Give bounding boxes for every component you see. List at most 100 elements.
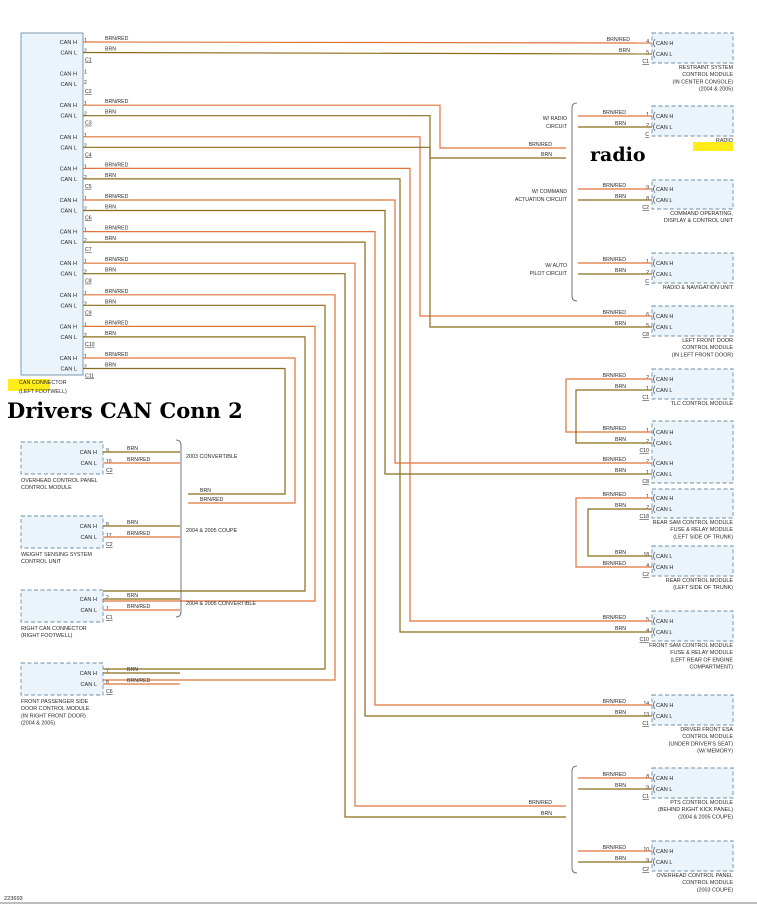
wire-color-label: BRN/RED [603,310,627,316]
wire-color-label: BRN/RED [529,800,553,806]
module-pin-number: 1 [646,428,649,434]
can-l-label: CAN L [61,240,77,246]
module-pin-label: CAN L [656,860,672,866]
module-box [20,441,104,475]
wire-color-label: BRN/RED [105,320,129,326]
connector-caption: (LEFT FOOTWELL) [19,389,67,395]
wire-color-label: BRN [105,299,116,305]
module-box [20,515,104,549]
pin-bracket [653,322,656,332]
module-box [651,694,734,726]
wire-brn-red [83,199,652,464]
can-l-label: CAN L [61,82,77,88]
module-connector-id: C2 [642,867,649,873]
pin-bracket [653,269,656,279]
circuit-note: W/ COMMAND [532,189,567,195]
can-h-label: CAN H [60,103,77,109]
module-caption: (LEFT SIDE OF TRUNK) [673,585,733,591]
module-caption: FRONT SAM CONTROL MODULE [649,643,733,649]
wire-color-label: BRN/RED [127,457,151,463]
module-connector-id: C [645,132,649,138]
can-h-label: CAN H [60,135,77,141]
pin-bracket [653,311,656,321]
wire-color-label: BRN [127,520,138,526]
pin-number: 2 [84,80,87,86]
module-pin-label: CAN L [656,554,672,560]
pin-bracket [653,627,656,637]
module-caption: CONTROL MODULE [682,72,733,78]
module-pin-number: 5 [646,617,649,623]
module-pin-label: CAN L [656,272,672,278]
module-connector-id: C2 [106,542,113,548]
module-pin-number: 4 [646,563,649,569]
connector-id: C7 [85,247,92,253]
module-pin-label: CAN L [81,608,97,614]
can-connector-left-footwell [20,32,84,376]
module-pin-label: CAN H [656,703,673,709]
can-h-label: CAN H [60,230,77,236]
circuit-note: W/ RADIO [543,116,567,122]
module-pin-number: 2 [646,123,649,129]
connector-id: C9 [85,310,92,316]
module-connector-id: C10 [639,637,649,643]
wire-brn-red [82,41,653,44]
can-l-label: CAN L [61,114,77,120]
module-pin-label: CAN H [656,377,673,383]
pin-number: 1 [84,228,87,234]
highlight-radio [693,142,733,151]
wire-color-label: BRN/RED [607,37,631,43]
module-caption: RESTRAINT SYSTEM [679,65,734,71]
wire-color-label: BRN/RED [105,162,129,168]
pin-number: 2 [84,270,87,276]
module-caption: RADIO [716,138,733,144]
module-pin-number: 2 [646,270,649,276]
module-caption: DRIVER FRONT ESA [680,727,733,733]
pin-number: 2 [84,49,87,55]
can-l-label: CAN L [61,209,77,215]
wire-brn-red [83,136,652,317]
can-l-label: CAN L [61,177,77,183]
module-pin-label: CAN L [656,388,672,394]
can-h-label: CAN H [60,166,77,172]
pin-number: 1 [84,196,87,202]
module-connector-id: C [645,279,649,285]
module-pin-number: 8 [646,774,649,780]
pin-number: 1 [84,291,87,297]
can-h-label: CAN H [60,356,77,362]
module-caption: REAR CONTROL MODULE [666,578,734,584]
module-caption: REAR SAM CONTROL MODULE [653,520,734,526]
module-pin-label: CAN H [656,261,673,267]
wire-color-label: BRN/RED [127,604,151,610]
pin-bracket [653,427,656,437]
wire-brn [83,178,652,633]
pin-bracket [653,493,656,503]
module-pin-number: 13 [643,712,649,718]
module-connector-id: C1 [642,59,649,65]
module-pin-label: CAN H [656,430,673,436]
drivers-can-conn-annotation: Drivers CAN Conn 2 [7,398,243,423]
wire-color-label: BRN [127,446,138,452]
radio-annotation: radio [590,144,646,166]
module-pin-label: CAN H [656,565,673,571]
pin-number: 1 [84,354,87,360]
wire-brn-red [83,325,316,602]
connector-id: C4 [85,152,92,158]
module-pin-number: 2 [106,595,109,601]
wire-color-label: BRN [615,550,626,556]
circuit-note: CIRCUIT [546,124,568,130]
module-caption: (W/ MEMORY) [697,749,733,755]
wire-brn [83,336,306,592]
module-pin-number: 17 [106,533,112,539]
wire-color-label: BRN [127,667,138,673]
wire-color-label: BRN/RED [105,257,129,263]
module-connector-id: C6 [106,689,113,695]
module-pin-label: CAN L [656,507,672,513]
module-caption: PTS CONTROL MODULE [670,800,733,806]
figure-id: 223693 [4,896,23,902]
module-caption: (IN CENTER CONSOLE) [673,79,734,85]
wire-brn [82,51,653,55]
wire-brn-red [83,167,652,622]
can-h-label: CAN H [60,261,77,267]
module-pin-label: CAN L [656,472,672,478]
module-caption: (2004 & 2005) [21,721,55,727]
